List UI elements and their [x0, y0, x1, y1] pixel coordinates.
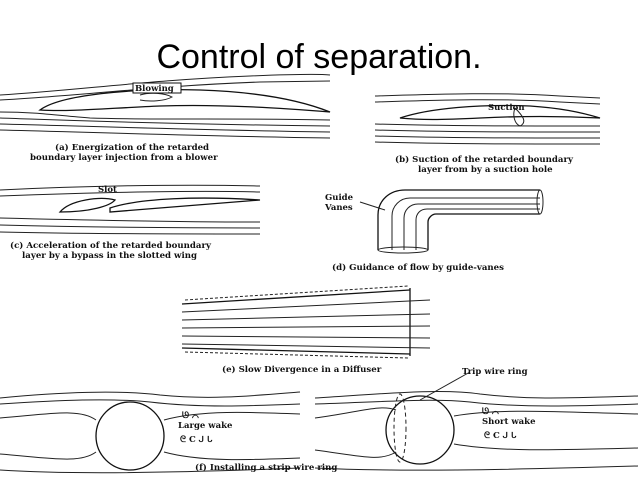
large-wake-label: Large wake	[178, 421, 233, 431]
panel-e-diffuser: (e) Slow Divergence in a Diffuser	[181, 285, 431, 375]
panel-c-caption-1: (c) Acceleration of the retarded boundar…	[10, 240, 212, 251]
panel-c-caption-2: layer by a bypass in the slotted wing	[22, 251, 197, 261]
short-wake-label: Short wake	[482, 417, 536, 427]
wake-swirl-left-bottom: ᘓ C ᒍ ᒐ	[180, 434, 213, 445]
panel-e-caption: (e) Slow Divergence in a Diffuser	[222, 364, 382, 375]
panel-a-caption-1: (a) Energization of the retarded	[55, 142, 209, 153]
panel-c-slot: Slot (c) Acceleration of the retarded bo…	[0, 184, 261, 261]
wake-swirl-right-top: ᘎ ⌒	[482, 406, 500, 417]
guide-vanes-label-2: Vanes	[324, 203, 353, 213]
panel-b-caption-1: (b) Suction of the retarded boundary	[395, 154, 574, 165]
wake-swirl-left-top: ᘎ ⌒	[182, 410, 200, 421]
slide-title: Control of separation.	[156, 38, 482, 76]
panel-d-caption: (d) Guidance of flow by guide-vanes	[332, 262, 504, 273]
suction-label: Suction	[488, 103, 525, 113]
panel-d-guide-vanes: Guide Vanes (d) Guidance of flow by guid…	[324, 189, 544, 273]
panel-f-trip-wire: Large wake ᘎ ⌒ ᘓ C ᒍ ᒐ Trip wire ring Sh…	[0, 367, 638, 474]
panel-a-caption-2: boundary layer injection from a blower	[30, 153, 218, 163]
panel-f-caption: (f) Installing a strip wire ring	[195, 462, 337, 473]
guide-vanes-label-1: Guide	[325, 193, 354, 203]
wake-swirl-right-bottom: ᘓ C ᒍ ᒐ	[484, 430, 517, 441]
slot-label: Slot	[98, 185, 117, 195]
trip-wire-ring-label: Trip wire ring	[462, 367, 528, 377]
panel-b-suction: Suction (b) Suction of the retarded boun…	[374, 93, 601, 175]
panel-b-caption-2: layer from by a suction hole	[418, 165, 553, 175]
panel-a-blowing: Blowing (a) Energization of the retarded…	[0, 73, 331, 163]
blowing-label: Blowing	[135, 84, 174, 94]
